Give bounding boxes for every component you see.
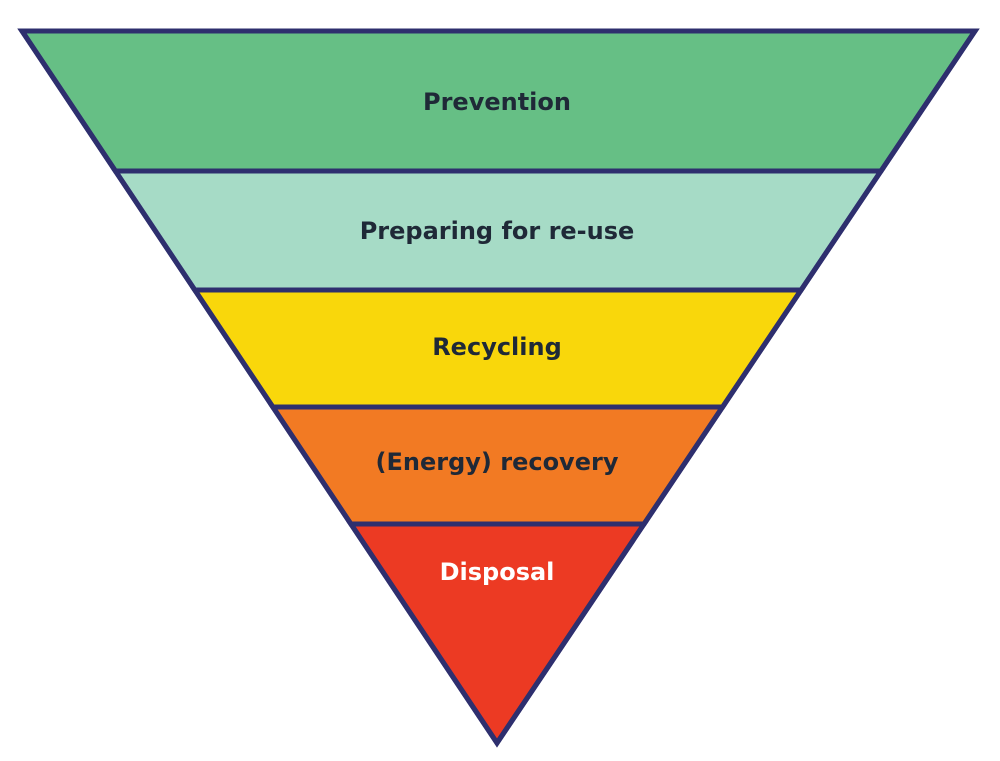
tier-band-5 [346, 521, 649, 748]
tier-label-2: Preparing for re-use [360, 217, 635, 245]
tier-label-1: Prevention [423, 88, 571, 116]
tier-label-4: (Energy) recovery [376, 448, 619, 476]
tier-label-5: Disposal [440, 558, 555, 586]
pyramid-outline [17, 28, 980, 748]
tier-label-3: Recycling [432, 333, 562, 361]
